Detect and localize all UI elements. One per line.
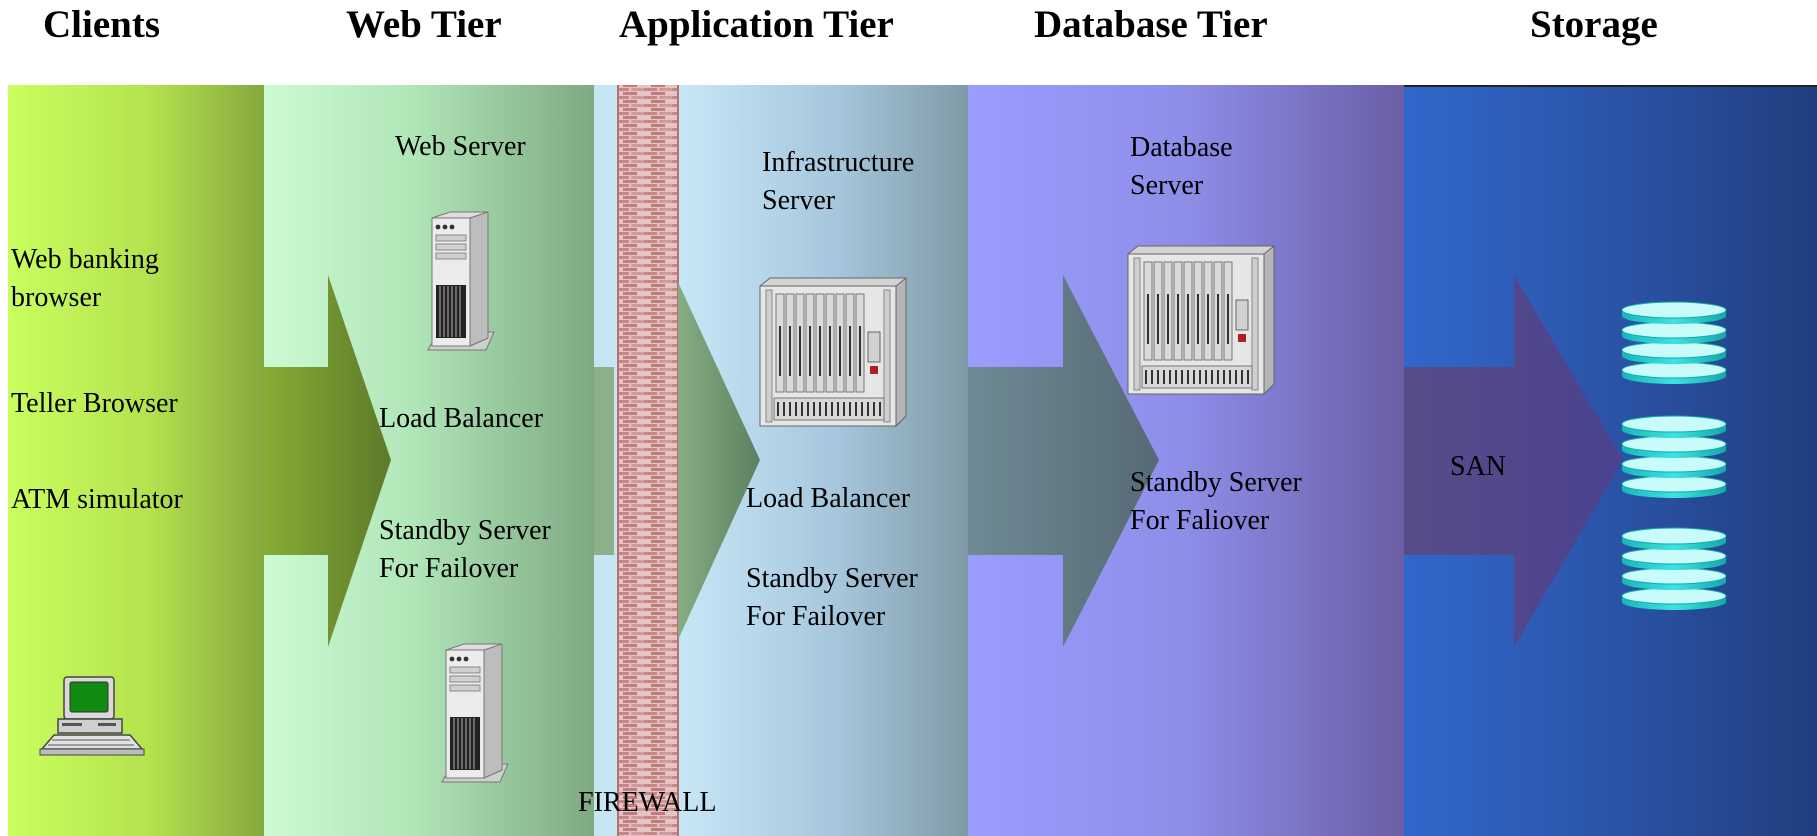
client-web-banking-browser: Web banking browser xyxy=(11,244,159,313)
web-load-balancer-label: Load Balancer xyxy=(379,403,544,434)
header-clients: Clients xyxy=(43,3,160,46)
web-standby-server-label: Standby Server For Failover xyxy=(379,515,551,584)
arrow-db-to-storage xyxy=(1404,275,1623,647)
rack-server-icon xyxy=(1127,244,1275,396)
app-standby-server-label: Standby Server For Failover xyxy=(746,563,918,632)
header-web-tier: Web Tier xyxy=(346,3,502,46)
san-label: SAN xyxy=(1450,451,1507,482)
db-standby-server-label: Standby Server For Faliover xyxy=(1130,467,1302,536)
disk-stack-icon xyxy=(1621,301,1727,384)
app-load-balancer-label: Load Balancer xyxy=(746,483,911,514)
client-atm-simulator: ATM simulator xyxy=(11,484,183,515)
tower-server-icon xyxy=(441,643,509,783)
arrow-web-to-app xyxy=(594,367,614,555)
tower-server-icon xyxy=(427,211,495,351)
arrow-app-to-db xyxy=(968,275,1159,647)
disk-stack-icon xyxy=(1621,415,1727,498)
rack-server-icon xyxy=(759,276,907,428)
infrastructure-server-label: Infrastructure Server xyxy=(762,147,915,216)
disk-stack-icon xyxy=(1621,527,1727,610)
header-database-tier: Database Tier xyxy=(1034,3,1268,46)
database-server-label: Database Server xyxy=(1130,132,1233,201)
clients-band xyxy=(8,85,264,836)
workstation-icon xyxy=(39,676,145,756)
client-teller-browser: Teller Browser xyxy=(11,388,178,419)
arrow-clients-to-web xyxy=(264,275,391,647)
web-server-label: Web Server xyxy=(395,131,526,162)
arrow-web-to-app-head xyxy=(678,282,760,640)
header-application-tier: Application Tier xyxy=(619,3,894,46)
header-storage: Storage xyxy=(1530,3,1658,46)
firewall-label: FIREWALL xyxy=(578,787,717,818)
